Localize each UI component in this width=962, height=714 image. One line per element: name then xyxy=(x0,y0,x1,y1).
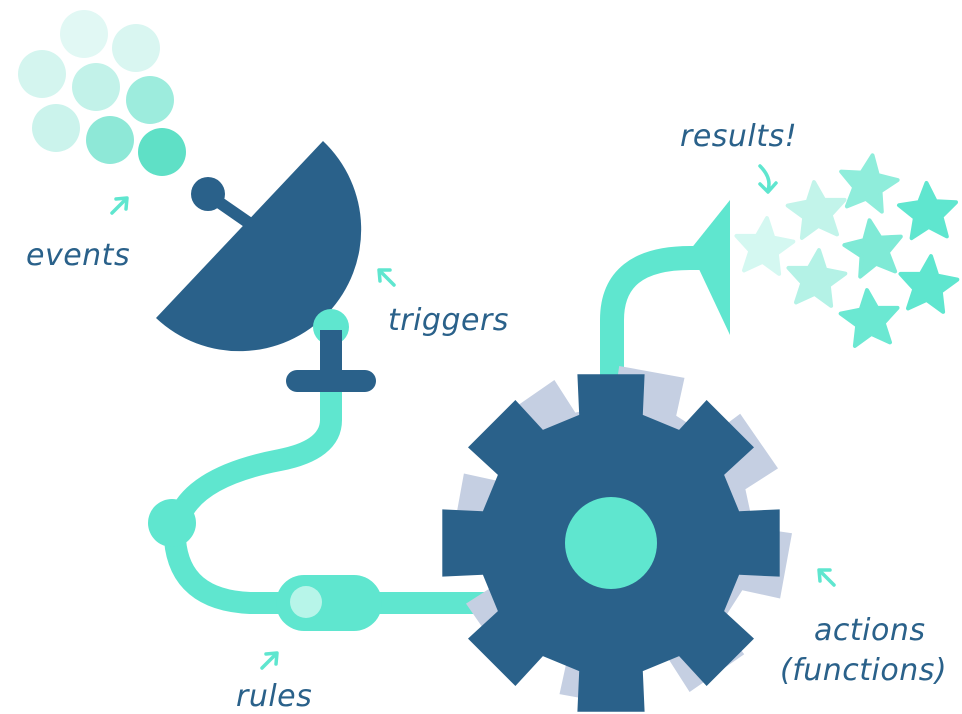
event-dot xyxy=(72,63,120,111)
output-pipe xyxy=(600,246,717,432)
event-dot xyxy=(60,10,108,58)
result-star-icon xyxy=(734,216,796,276)
events-label: events xyxy=(26,238,130,273)
event-dots-cluster xyxy=(18,10,186,176)
result-star-icon xyxy=(839,153,900,214)
actions-label: actions xyxy=(814,613,925,648)
result-stars-cluster xyxy=(734,153,960,348)
actions-arrow-icon xyxy=(817,568,836,587)
triggers-label: triggers xyxy=(388,303,509,338)
gear-hub xyxy=(565,497,657,589)
rules-arrow-icon xyxy=(260,651,279,670)
result-star-icon xyxy=(898,254,960,314)
triggers-arrow-icon xyxy=(377,268,396,287)
events-arrow-icon xyxy=(110,196,129,215)
rules-switch xyxy=(276,575,382,631)
switch-knob xyxy=(290,586,322,618)
event-dot xyxy=(126,76,174,124)
dish-bowl xyxy=(156,141,362,352)
dish-base xyxy=(286,370,376,392)
satellite-dish xyxy=(156,141,376,392)
event-dot xyxy=(86,116,134,164)
results-arrow-icon xyxy=(758,164,778,194)
dish-antenna-tip xyxy=(191,177,225,211)
result-star-icon xyxy=(785,180,847,240)
result-star-icon xyxy=(842,218,903,279)
gear xyxy=(442,366,792,712)
result-star-icon xyxy=(786,248,848,308)
result-star-icon xyxy=(897,181,958,241)
event-dot xyxy=(18,50,66,98)
megaphone-horn xyxy=(690,200,730,335)
pipe-joint xyxy=(148,499,196,547)
rules-label: rules xyxy=(236,679,312,714)
event-dot xyxy=(32,104,80,152)
event-dot xyxy=(112,24,160,72)
dish-stand xyxy=(320,330,342,376)
result-star-icon xyxy=(838,288,900,348)
actions-functions-label: (functions) xyxy=(780,653,947,688)
event-dot xyxy=(138,128,186,176)
results-label: results! xyxy=(680,119,797,154)
connector-pipe xyxy=(164,369,531,614)
